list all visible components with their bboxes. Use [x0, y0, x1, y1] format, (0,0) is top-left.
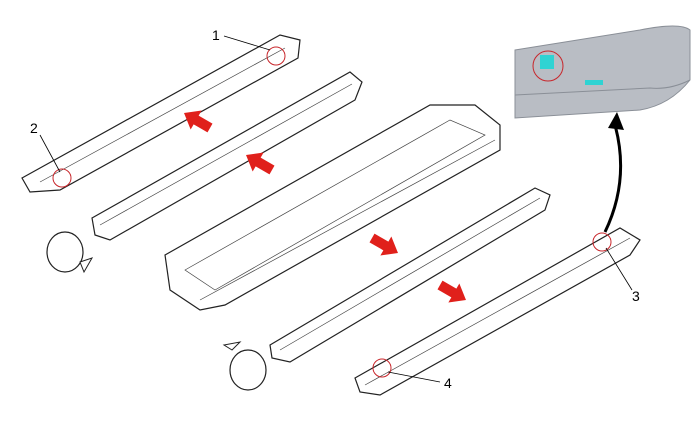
callout-3: 3: [632, 288, 640, 304]
clip-highlight: [540, 55, 554, 69]
arrow-icon: [184, 110, 213, 133]
callout-4: 4: [444, 375, 452, 391]
arrow-icon: [437, 280, 466, 303]
top-cover-strip: [21, 34, 301, 193]
side-rail-left: [91, 71, 363, 241]
callout-1: 1: [212, 27, 220, 43]
inset-detail-image: [513, 20, 698, 120]
arrow-icon: [246, 152, 275, 175]
rotate-icon: [222, 341, 267, 391]
callout-2: 2: [30, 120, 38, 136]
battery-body: [164, 104, 501, 311]
side-rail-right: [269, 187, 551, 363]
rotate-icon: [46, 231, 94, 274]
bottom-cover-strip: [354, 227, 641, 396]
curved-arrow-icon: [603, 124, 623, 233]
arrow-icon: [369, 233, 398, 256]
